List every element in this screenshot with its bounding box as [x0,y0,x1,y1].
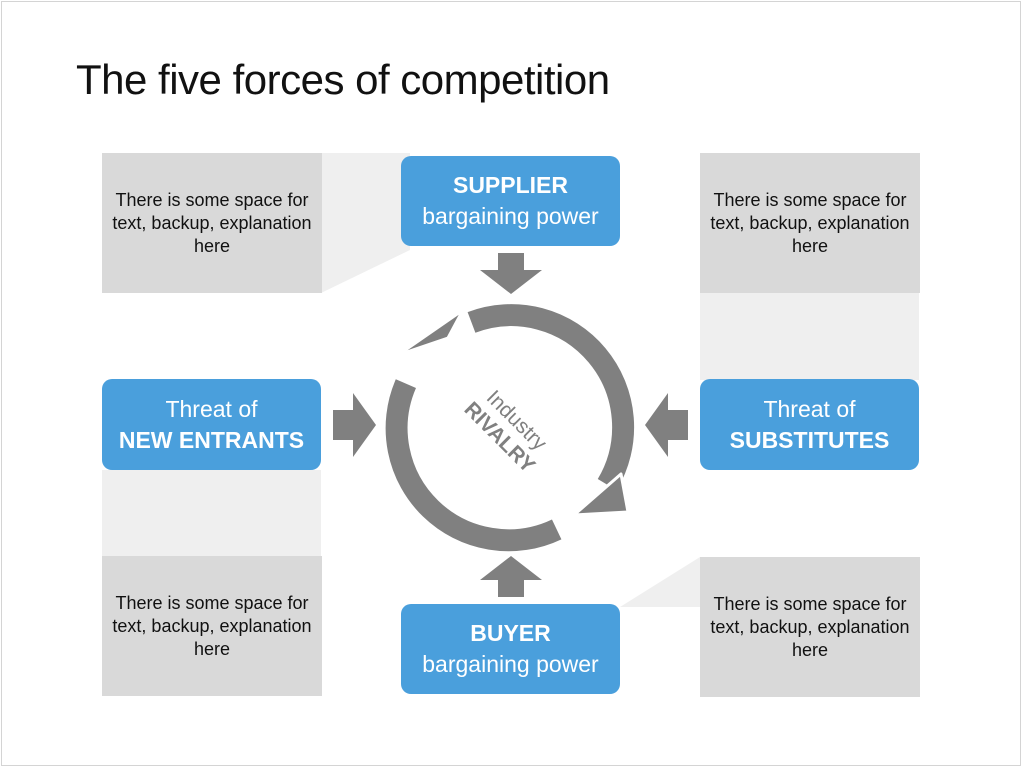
force-buyer-title: BUYER [470,620,551,646]
note-bottom-left: There is some space for text, backup, ex… [102,556,322,696]
force-substitutes: Threat of SUBSTITUTES [700,379,919,470]
connector-top-left [321,153,410,293]
arrow-right-icon [333,393,376,457]
force-new-entrants: Threat of NEW ENTRANTS [102,379,321,470]
force-buyer-subtitle: bargaining power [422,651,599,677]
note-top-left: There is some space for text, backup, ex… [102,153,322,293]
force-substitutes-title: SUBSTITUTES [729,426,890,453]
note-text: There is some space for text, backup, ex… [710,593,910,660]
connector-right [700,293,919,380]
force-supplier: SUPPLIER bargaining power [401,156,620,246]
arrow-up-icon [480,556,542,597]
force-buyer: BUYER bargaining power [401,604,620,694]
center-label: Industry RIVALRY [460,386,552,477]
connector-left [102,470,321,556]
note-bottom-right: There is some space for text, backup, ex… [700,557,920,697]
force-new-entrants-subtitle: Threat of [165,395,258,422]
page-title: The five forces of competition [76,56,610,103]
note-text: There is some space for text, backup, ex… [112,189,312,256]
force-supplier-title: SUPPLIER [452,172,569,198]
force-substitutes-subtitle: Threat of [763,395,856,422]
note-top-right: There is some space for text, backup, ex… [700,153,920,293]
note-text: There is some space for text, backup, ex… [112,592,312,659]
force-supplier-subtitle: bargaining power [422,203,599,229]
arrow-down-icon [480,253,542,294]
force-new-entrants-title: NEW ENTRANTS [118,426,305,453]
arrow-left-icon [645,393,688,457]
rivalry-cycle-icon [385,304,635,552]
note-text: There is some space for text, backup, ex… [710,189,910,256]
